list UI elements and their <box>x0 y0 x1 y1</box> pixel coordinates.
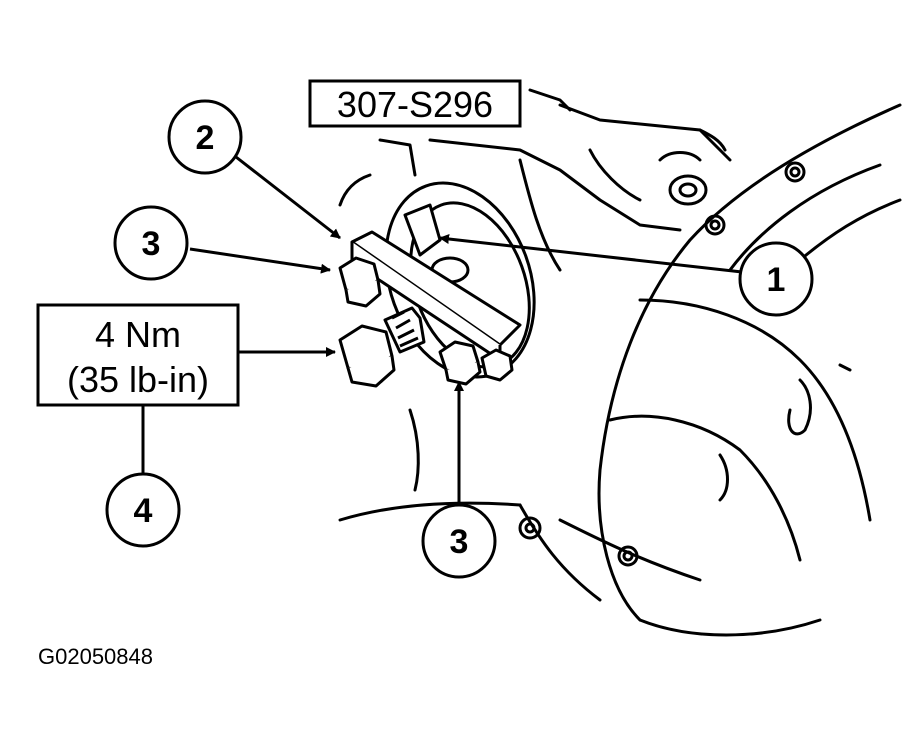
svg-text:3: 3 <box>142 225 161 263</box>
bolt-large-threaded <box>338 306 426 388</box>
callout-2: 2 <box>167 99 243 175</box>
torque-spec-nm: 4 Nm <box>95 314 181 355</box>
svg-text:4: 4 <box>134 492 153 530</box>
callout-3-bottom: 3 <box>421 503 497 579</box>
svg-text:1: 1 <box>767 261 786 299</box>
leader-lines <box>141 155 743 508</box>
svg-text:2: 2 <box>196 119 215 157</box>
tool-label-box: 307-S296 <box>308 79 522 128</box>
svg-text:3: 3 <box>450 523 469 561</box>
bolt-lower-pair <box>438 340 514 386</box>
engine-housing-lineart <box>338 88 902 637</box>
callout-4: 4 <box>105 472 181 548</box>
figure-id: G02050848 <box>38 644 153 669</box>
callout-1: 1 <box>738 241 814 317</box>
special-tool-bar <box>350 203 522 362</box>
callout-3-left: 3 <box>113 205 189 281</box>
torque-spec-lbin: (35 lb-in) <box>67 359 209 400</box>
bolt-upper-left <box>338 256 382 308</box>
torque-spec-box: 4 Nm (35 lb-in) <box>36 303 240 407</box>
tool-label-text: 307-S296 <box>337 84 493 125</box>
